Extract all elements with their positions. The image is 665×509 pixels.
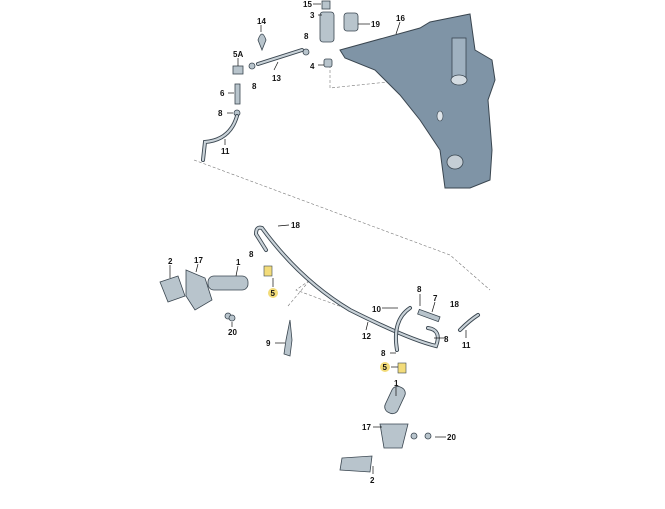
part-label: 8 (304, 32, 309, 41)
part-label: 3 (310, 11, 315, 20)
part-label: 13 (272, 74, 281, 83)
cap-part (321, 0, 331, 10)
reference-line (193, 159, 491, 291)
connector-5-right (397, 362, 407, 374)
t-connector (417, 308, 441, 323)
part-label: 8 (218, 109, 223, 118)
nozzle-cover-left (159, 275, 186, 303)
part-label: 9 (266, 339, 271, 348)
part-label: 2 (168, 257, 173, 266)
nozzle-cover-right (339, 455, 373, 473)
nozzle-bracket-right (379, 423, 409, 449)
connector-6 (234, 83, 241, 105)
connector-5-left (263, 265, 273, 277)
part-label: 17 (194, 256, 203, 265)
part-label: 16 (396, 14, 405, 23)
part-label: 15 (303, 0, 312, 9)
part-label: 19 (371, 20, 380, 29)
grommet (323, 58, 333, 68)
part-label: 5 (383, 363, 388, 372)
reference-line (287, 279, 351, 311)
part-label: 18 (291, 221, 300, 230)
washer-fluid-reservoir (339, 13, 496, 189)
part-label: 8 (381, 349, 386, 358)
part-label: 14 (257, 17, 266, 26)
part-label: 5 (271, 289, 276, 298)
washer-jet-left (207, 275, 249, 291)
part-label: 10 (372, 305, 381, 314)
nozzle-bracket-left (185, 269, 213, 311)
pump-seal (343, 12, 359, 32)
part-label: 6 (220, 89, 225, 98)
part-label: 2 (370, 476, 375, 485)
part-label: 18 (450, 300, 459, 309)
part-label: 8 (444, 335, 449, 344)
part-label: 1 (236, 258, 241, 267)
part-label: 11 (221, 147, 230, 156)
connector-5a (232, 65, 244, 75)
part-label: 7 (433, 294, 438, 303)
washer-jet-right (384, 385, 406, 415)
part-label: 4 (310, 62, 315, 71)
part-label: 20 (447, 433, 456, 442)
part-label: 1 (394, 379, 399, 388)
part-label: 5A (233, 50, 243, 59)
highlight-badge (380, 362, 390, 372)
washer-pump (319, 11, 335, 43)
highlight-badge (268, 288, 278, 298)
part-label: 12 (362, 332, 371, 341)
cap-part (257, 33, 267, 52)
part-label: 11 (462, 341, 471, 350)
leader-lines (169, 3, 467, 474)
part-label: 8 (252, 82, 257, 91)
part-label: 8 (417, 285, 422, 294)
hose-clip (283, 319, 293, 357)
part-label: 8 (249, 250, 254, 259)
part-label: 20 (228, 328, 237, 337)
part-label: 17 (362, 423, 371, 432)
